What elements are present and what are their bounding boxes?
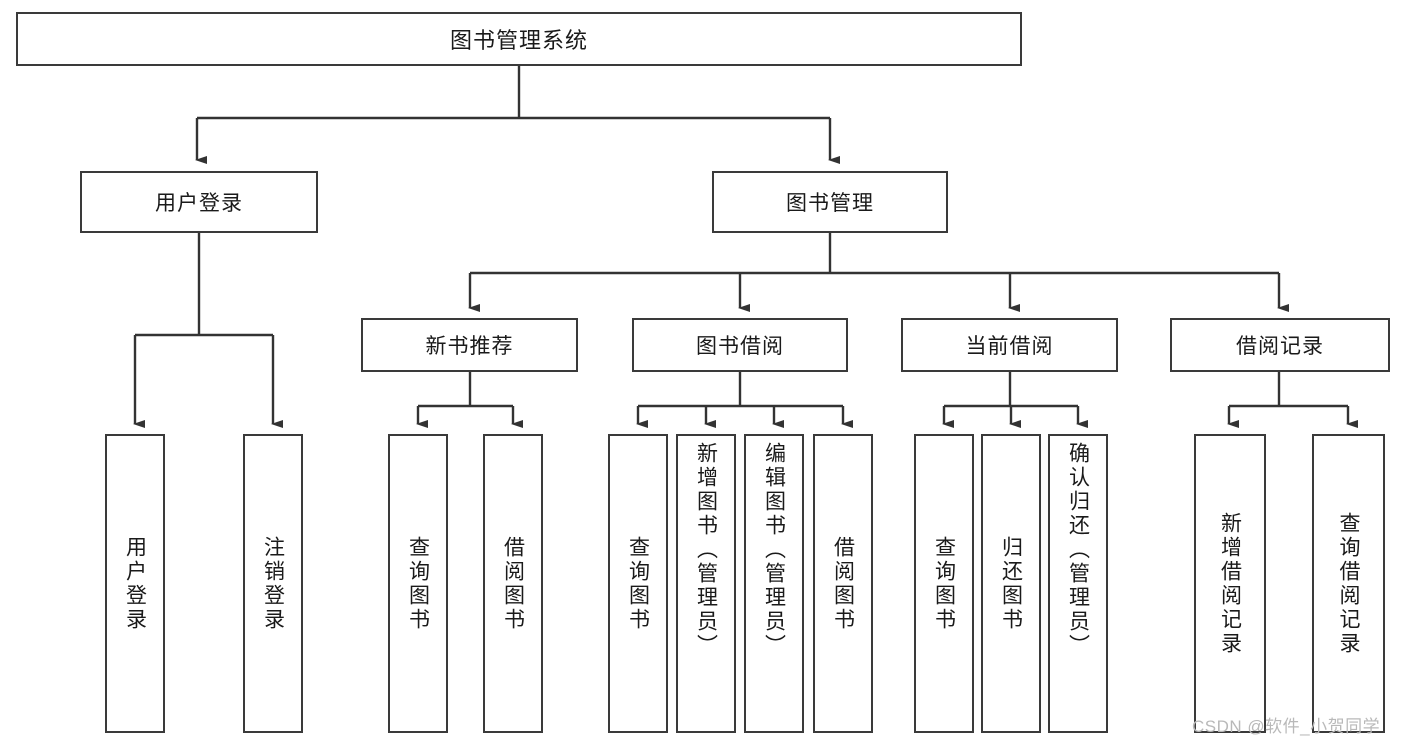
node-book-manage-label: 图书管理	[786, 192, 874, 215]
leaf-borrow-record-2-label: 查询借阅记录	[1337, 511, 1360, 656]
leaf-new-book-1-label: 查询图书	[406, 535, 430, 632]
node-book-borrow-label: 图书借阅	[696, 335, 784, 358]
leaf-new-book-2-label: 借阅图书	[501, 535, 525, 632]
leaf-book-borrow-2-label: 新增图书（管理员）	[694, 442, 718, 658]
node-root-label: 图书管理系统	[449, 28, 588, 53]
node-borrow-record[interactable]: 借阅记录	[1170, 318, 1390, 372]
leaf-user-login-2-label: 注销登录	[261, 535, 285, 632]
leaf-book-borrow-1[interactable]: 查询图书	[608, 434, 668, 733]
node-current-borrow[interactable]: 当前借阅	[901, 318, 1118, 372]
node-user-login-label: 用户登录	[155, 192, 243, 215]
watermark: CSDN @软件_小贺同学	[1192, 717, 1381, 736]
node-book-manage[interactable]: 图书管理	[712, 171, 948, 233]
leaf-book-borrow-2[interactable]: 新增图书（管理员）	[676, 434, 736, 733]
node-current-borrow-label: 当前借阅	[965, 335, 1054, 358]
leaf-current-borrow-1[interactable]: 查询图书	[914, 434, 974, 733]
leaf-borrow-record-2[interactable]: 查询借阅记录	[1312, 434, 1385, 733]
node-borrow-record-label: 借阅记录	[1236, 335, 1324, 358]
leaf-book-borrow-3-label: 编辑图书（管理员）	[762, 442, 786, 658]
leaf-user-login-1[interactable]: 用户登录	[105, 434, 165, 733]
leaf-current-borrow-3[interactable]: 确认归还（管理员）	[1048, 434, 1108, 733]
leaf-user-login-2[interactable]: 注销登录	[243, 434, 303, 733]
node-book-borrow[interactable]: 图书借阅	[632, 318, 848, 372]
leaf-book-borrow-4[interactable]: 借阅图书	[813, 434, 873, 733]
leaf-new-book-2[interactable]: 借阅图书	[483, 434, 543, 733]
leaf-current-borrow-2[interactable]: 归还图书	[981, 434, 1041, 733]
leaf-borrow-record-1-label: 新增借阅记录	[1218, 511, 1242, 656]
leaf-book-borrow-4-label: 借阅图书	[831, 535, 855, 632]
leaf-current-borrow-2-label: 归还图书	[999, 535, 1023, 632]
leaf-current-borrow-1-label: 查询图书	[932, 535, 956, 632]
node-new-book-recommend[interactable]: 新书推荐	[361, 318, 578, 372]
leaf-book-borrow-3[interactable]: 编辑图书（管理员）	[744, 434, 804, 733]
leaf-borrow-record-1[interactable]: 新增借阅记录	[1194, 434, 1266, 733]
node-new-book-recommend-label: 新书推荐	[425, 335, 514, 358]
node-user-login[interactable]: 用户登录	[80, 171, 318, 233]
leaf-book-borrow-1-label: 查询图书	[626, 535, 650, 632]
leaf-current-borrow-3-label: 确认归还（管理员）	[1066, 442, 1090, 658]
node-root[interactable]: 图书管理系统	[16, 12, 1022, 66]
leaf-new-book-1[interactable]: 查询图书	[388, 434, 448, 733]
leaf-user-login-1-label: 用户登录	[123, 535, 147, 632]
